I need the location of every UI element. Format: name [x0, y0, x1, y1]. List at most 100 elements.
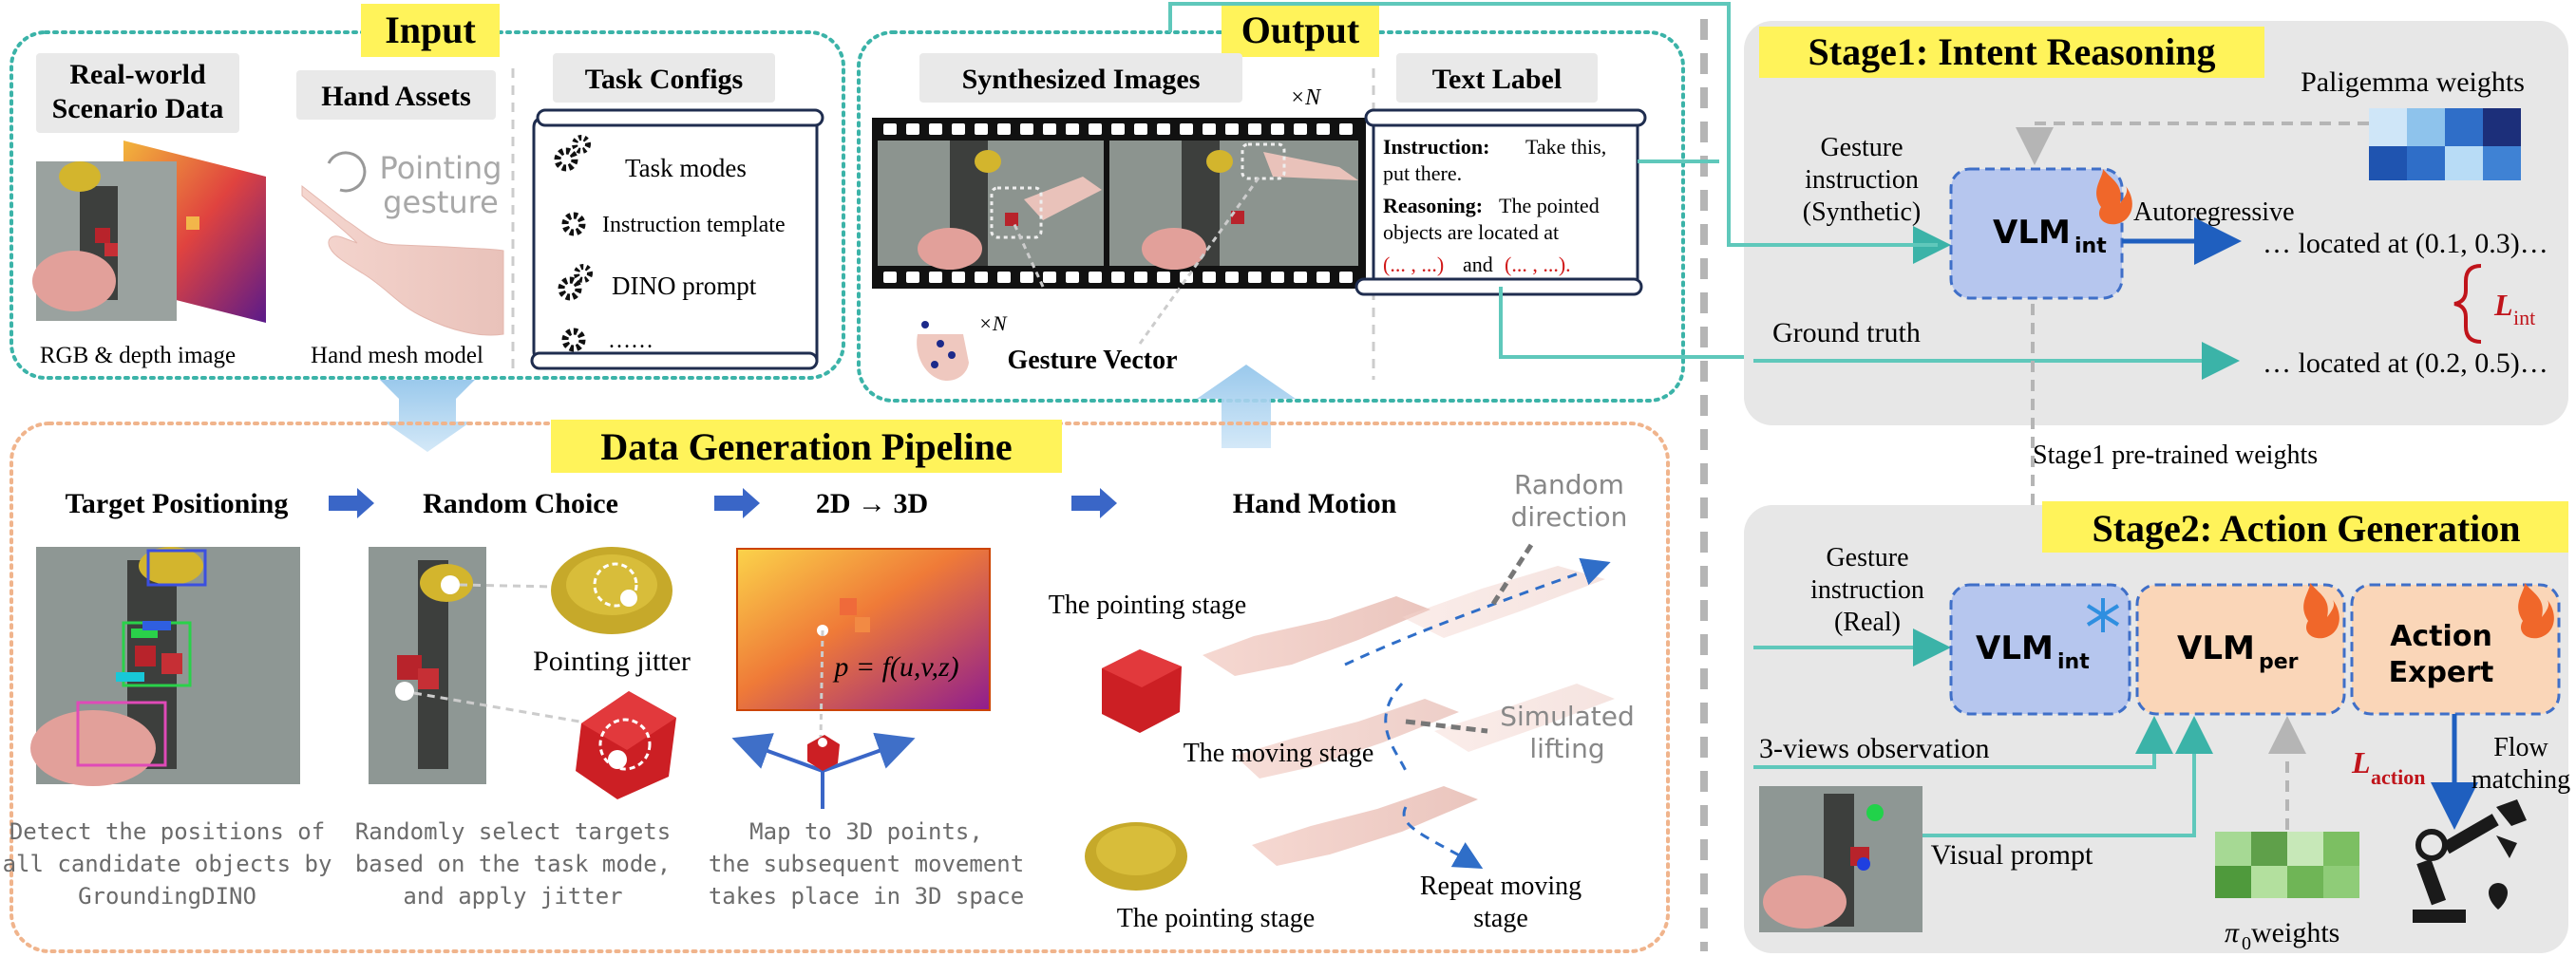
desc-choice-2: based on the task mode, — [355, 851, 671, 877]
s1-vlm-int-box — [1949, 167, 2124, 300]
sprocket-hole — [1111, 272, 1125, 283]
step-arrow-2 — [714, 488, 760, 518]
vlm-per-sub: per — [2259, 650, 2299, 674]
hand-mesh-model — [301, 151, 504, 336]
stage2-panel: Stage2: Action Generation Gesture instru… — [1744, 501, 2570, 954]
visual-prompt-arrow — [1923, 716, 2213, 837]
connector-output-to-stage1 — [1168, 2, 1938, 247]
output-panel: Output Synthesized Images ×N Text Label — [857, 4, 1685, 403]
text-label-scroll — [1354, 108, 1647, 296]
film-sprockets — [883, 123, 1353, 283]
stage2-title-bg — [2042, 501, 2568, 553]
reasoning-text-1: The pointed — [1499, 194, 1600, 217]
red-cube-icon — [1102, 649, 1182, 733]
visual-prompt-label: Visual prompt — [1931, 839, 2093, 871]
sprocket-hole — [1248, 123, 1261, 135]
random-choice-image — [369, 547, 486, 784]
gesture-pointer-2 — [1138, 176, 1261, 345]
desc-3d-3: takes place in 3D space — [709, 883, 1024, 910]
pi0-weights-grid — [2215, 832, 2359, 898]
sprocket-hole — [997, 272, 1011, 283]
s1-gesture-1: Gesture — [1820, 133, 1903, 162]
gesture-vector-multiplier: ×N — [978, 311, 1008, 335]
config-item-task-modes: Task modes — [625, 154, 747, 182]
sprocket-hole — [1339, 272, 1353, 283]
task-config-scroll — [530, 108, 824, 370]
pointing-stage-top: The pointing stage — [1049, 591, 1246, 620]
gesture-vector-icon — [917, 321, 969, 382]
three-views-arrow — [1753, 716, 2173, 769]
sprocket-hole — [883, 272, 897, 283]
config-item-more: …… — [608, 328, 653, 353]
sprocket-hole — [1271, 123, 1284, 135]
step-2d-3d: 2D → 3D — [816, 488, 928, 519]
simulated-lifting-1: Simulated — [1500, 701, 1635, 732]
pi-weights-suffix: weights — [2251, 917, 2339, 948]
s2-vlm-int-sub: int — [2057, 650, 2090, 674]
pointing-jitter-label: Pointing jitter — [533, 646, 691, 677]
sprocket-hole — [906, 123, 919, 135]
loss-brace — [2453, 264, 2482, 344]
pretrained-weights-label: Stage1 pre-trained weights — [2033, 441, 2318, 470]
desc-choice-1: Randomly select targets — [355, 818, 671, 845]
desc-target-2: all candidate objects by — [3, 851, 332, 877]
loss-action-main: L — [2351, 745, 2371, 779]
sprocket-hole — [1089, 123, 1102, 135]
instruction-label: Instruction: — [1383, 135, 1489, 159]
desc-3d-2: the subsequent movement — [709, 851, 1024, 877]
fire-icon — [2518, 583, 2554, 639]
synth-header: Synthesized Images — [962, 64, 1201, 95]
sprocket-hole — [1157, 123, 1170, 135]
film-strip — [872, 118, 1366, 289]
sprocket-hole — [952, 272, 965, 283]
sprocket-hole — [1066, 123, 1079, 135]
pipeline-title: Data Generation Pipeline — [600, 425, 1012, 468]
fire-icon — [2303, 583, 2339, 639]
input-title-bg — [361, 4, 500, 57]
hand-caption: Hand mesh model — [311, 343, 483, 368]
s2-gesture-3: (Real) — [1834, 608, 1901, 637]
reasoning-label: Reasoning: — [1383, 194, 1483, 217]
paligemma-arrow — [2016, 122, 2369, 165]
loss-action-sub: action — [2371, 765, 2425, 789]
sprocket-hole — [1294, 272, 1307, 283]
hand-assets-header-bg — [296, 70, 496, 120]
sprocket-hole — [1294, 123, 1307, 135]
s1-vlm-main: VLM — [1993, 214, 2071, 252]
fire-icon — [2096, 169, 2132, 225]
action-expert-1: Action — [2390, 620, 2492, 653]
simulated-lifting-2: lifting — [1529, 733, 1604, 764]
autoregressive-label: Autoregressive — [2133, 197, 2295, 227]
s1-gesture-2: instruction — [1805, 165, 1919, 195]
sprocket-hole — [1225, 272, 1239, 283]
s2-gesture-1: Gesture — [1826, 543, 1908, 572]
depth-map-image — [736, 548, 991, 711]
flow-matching-1: Flow — [2493, 733, 2548, 762]
repeat-moving-1: Repeat moving — [1420, 872, 1582, 901]
step-target-positioning: Target Positioning — [66, 488, 289, 519]
s2-vlm-int-box — [1949, 583, 2131, 716]
sprocket-hole — [1339, 123, 1353, 135]
connector-textlabel-gt — [1499, 287, 1744, 359]
sprocket-hole — [906, 272, 919, 283]
sprocket-hole — [1066, 272, 1079, 283]
sprocket-hole — [1111, 123, 1125, 135]
task-configs-header: Task Configs — [585, 64, 743, 95]
stage1-title-bg — [1759, 27, 2264, 78]
sprocket-hole — [1043, 123, 1056, 135]
detection-image — [30, 547, 300, 786]
sprocket-hole — [1316, 123, 1330, 135]
input-down-arrow — [380, 380, 475, 452]
ground-truth-label: Ground truth — [1772, 317, 1921, 348]
gt-output: … located at (0.2, 0.5)… — [2263, 347, 2548, 379]
sprocket-hole — [1225, 123, 1239, 135]
cube-jitter-icon — [576, 691, 676, 799]
gear-icon — [561, 212, 586, 236]
pointing-gesture-line1: Pointing — [380, 150, 502, 186]
stage1-title: Stage1: Intent Reasoning — [1809, 30, 2216, 73]
loss-int-sub: int — [2513, 306, 2535, 329]
action-expert-2: Expert — [2389, 656, 2494, 689]
instruction-text-1: Take this, — [1525, 135, 1606, 159]
sprocket-hole — [1203, 272, 1216, 283]
